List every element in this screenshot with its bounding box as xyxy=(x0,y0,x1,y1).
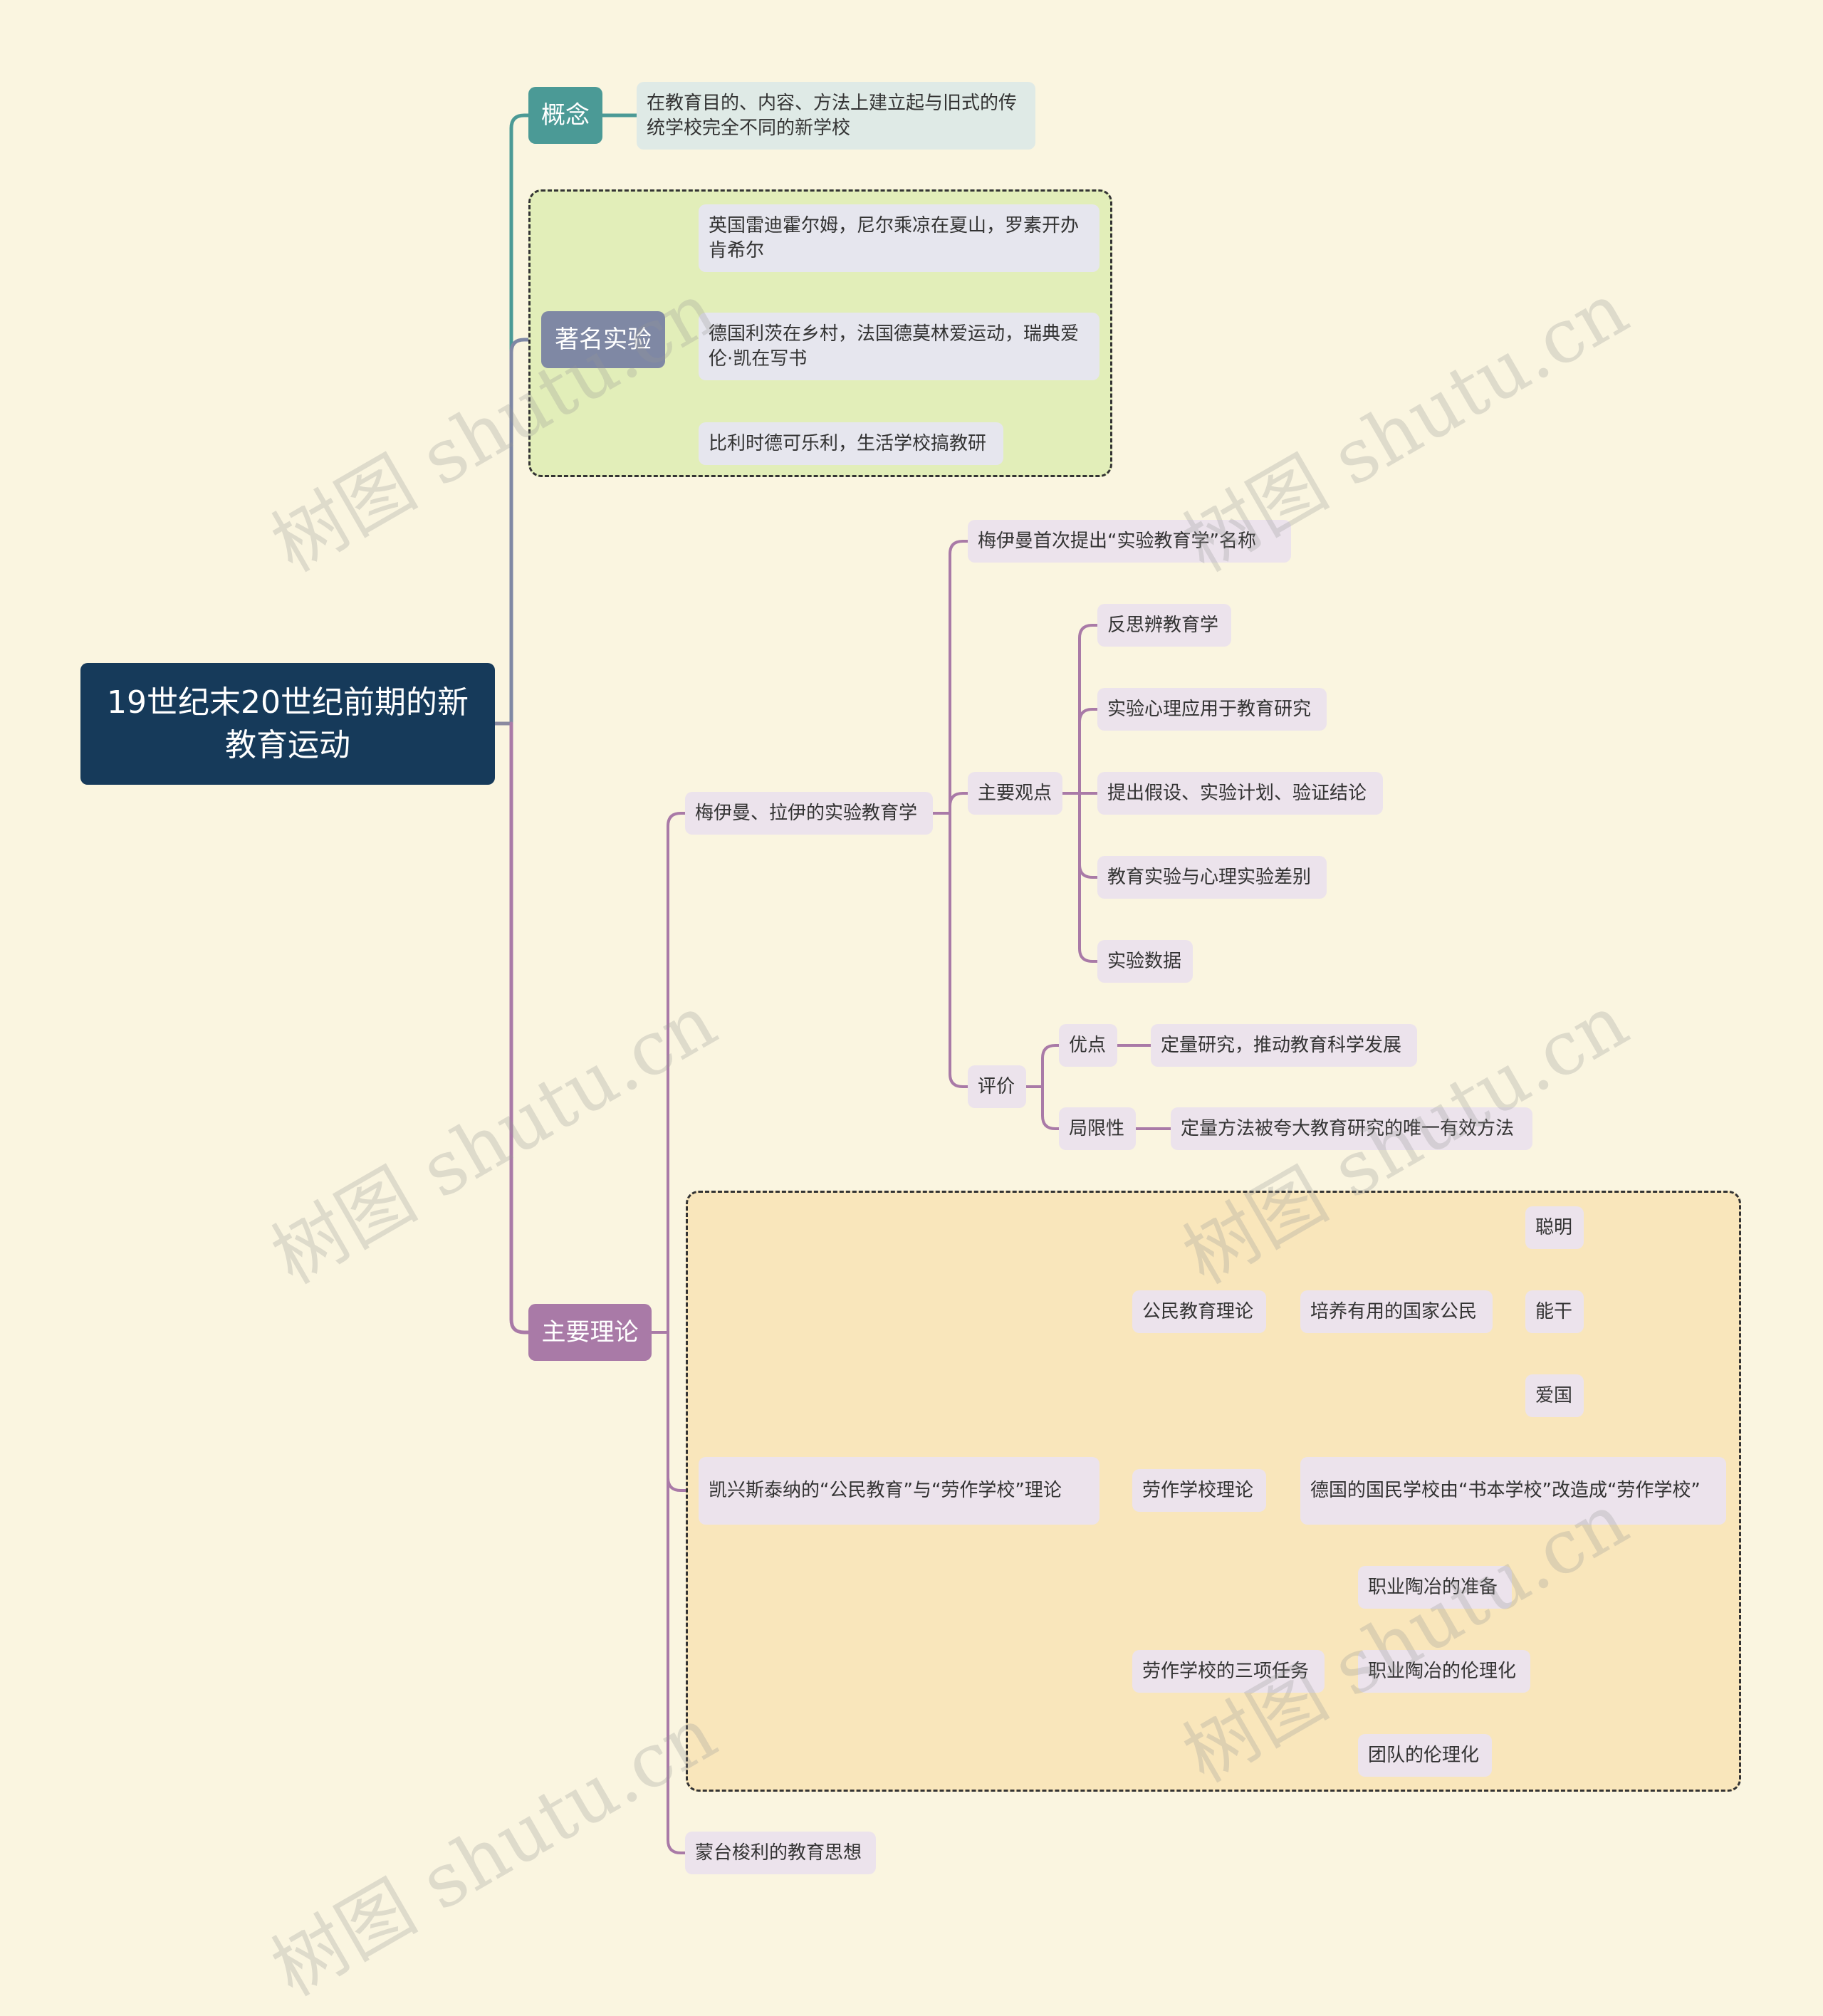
connector-line xyxy=(509,113,531,726)
connector-line xyxy=(1041,1085,1060,1130)
merit-topic[interactable]: 优点 xyxy=(1059,1024,1117,1067)
meumann-first-naming[interactable]: 梅伊曼首次提出“实验教育学”名称 xyxy=(968,520,1291,563)
task-item-1[interactable]: 职业陶冶的准备 xyxy=(1358,1566,1512,1609)
connector-line xyxy=(949,540,969,815)
kerschensteiner-topic[interactable]: 凯兴斯泰纳的“公民教育”与“劳作学校”理论 xyxy=(699,1457,1099,1525)
mind-map-canvas: 19世纪末20世纪前期的新教育运动 概念 在教育目的、内容、方法上建立起与旧式的… xyxy=(80,82,1741,2012)
main-views-topic[interactable]: 主要观点 xyxy=(968,772,1062,815)
connector-line xyxy=(667,812,686,1334)
experiment-item-1[interactable]: 英国雷迪霍尔姆，尼尔乘凉在夏山，罗素开办肯希尔 xyxy=(699,204,1099,272)
connector-line xyxy=(667,1331,686,1492)
connector-line xyxy=(509,338,543,726)
connector-line xyxy=(1041,1044,1060,1088)
root-topic[interactable]: 19世纪末20世纪前期的新教育运动 xyxy=(80,663,495,785)
connector-line xyxy=(949,792,969,815)
experiment-item-3[interactable]: 比利时德可乐利，生活学校搞教研 xyxy=(699,422,1003,465)
experiment-item-2[interactable]: 德国利茨在乡村，法国德莫林爱运动，瑞典爱伦·凯在写书 xyxy=(699,313,1099,380)
view-item-2[interactable]: 实验心理应用于教育研究 xyxy=(1097,688,1327,731)
limitation-topic[interactable]: 局限性 xyxy=(1059,1107,1136,1150)
montessori-topic[interactable]: 蒙台梭利的教育思想 xyxy=(685,1832,876,1874)
meumann-topic[interactable]: 梅伊曼、拉伊的实验教育学 xyxy=(685,792,933,835)
view-item-4[interactable]: 教育实验与心理实验差别 xyxy=(1097,856,1327,899)
civic-trait-1[interactable]: 聪明 xyxy=(1525,1206,1584,1249)
labor-school-text[interactable]: 德国的国民学校由“书本学校”改造成“劳作学校” xyxy=(1300,1457,1726,1525)
evaluation-topic[interactable]: 评价 xyxy=(968,1065,1026,1108)
connector-line xyxy=(667,1331,686,1854)
connector-line xyxy=(949,812,969,1088)
view-item-5[interactable]: 实验数据 xyxy=(1097,940,1193,983)
labor-school-topic[interactable]: 劳作学校理论 xyxy=(1132,1469,1266,1512)
task-item-3[interactable]: 团队的伦理化 xyxy=(1358,1734,1492,1777)
connector-line xyxy=(509,721,531,1335)
connector-line xyxy=(1078,792,1099,879)
view-item-3[interactable]: 提出假设、实验计划、验证结论 xyxy=(1097,772,1383,815)
merit-text[interactable]: 定量研究，推动教育科学发展 xyxy=(1151,1024,1417,1067)
civic-goal[interactable]: 培养有用的国家公民 xyxy=(1300,1290,1493,1333)
civic-theory-topic[interactable]: 公民教育理论 xyxy=(1132,1290,1266,1333)
view-item-1[interactable]: 反思辨教育学 xyxy=(1097,604,1231,647)
connector-line xyxy=(1078,708,1099,795)
connector-line xyxy=(1078,792,1099,963)
limitation-text[interactable]: 定量方法被夸大教育研究的唯一有效方法 xyxy=(1171,1107,1532,1150)
task-item-2[interactable]: 职业陶冶的伦理化 xyxy=(1358,1650,1530,1693)
three-tasks-topic[interactable]: 劳作学校的三项任务 xyxy=(1132,1650,1325,1693)
theories-topic[interactable]: 主要理论 xyxy=(528,1304,652,1361)
concept-definition[interactable]: 在教育目的、内容、方法上建立起与旧式的传统学校完全不同的新学校 xyxy=(637,82,1035,150)
connector-line xyxy=(1078,624,1099,795)
experiments-topic[interactable]: 著名实验 xyxy=(541,311,665,368)
civic-trait-2[interactable]: 能干 xyxy=(1525,1290,1584,1333)
civic-trait-3[interactable]: 爱国 xyxy=(1525,1374,1584,1417)
concept-topic[interactable]: 概念 xyxy=(528,87,602,144)
